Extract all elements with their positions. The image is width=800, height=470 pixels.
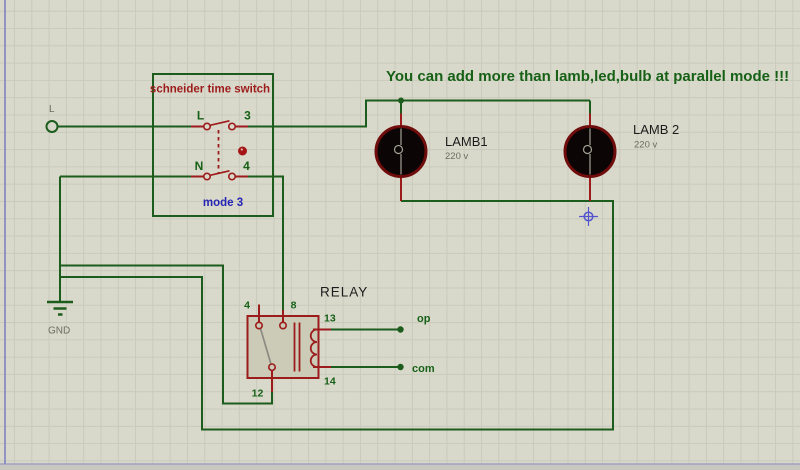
lamp1-component[interactable]: LAMB1 220 v bbox=[374, 113, 488, 202]
switch-l-arm-icon bbox=[209, 120, 230, 127]
switch-n-contact-left bbox=[203, 172, 212, 181]
op-terminal-dot[interactable] bbox=[397, 326, 404, 333]
switch-n-contact-right bbox=[228, 172, 237, 181]
time-switch-terminal-l: L bbox=[197, 109, 204, 123]
terminal-circle-icon[interactable] bbox=[45, 120, 59, 133]
wires bbox=[58, 97, 614, 431]
relay-contact-8 bbox=[278, 321, 287, 330]
op-label: op bbox=[417, 313, 431, 325]
lamp2-voltage: 220 v bbox=[634, 140, 657, 151]
ground-label: GND bbox=[48, 326, 70, 337]
switch-l-contact-left bbox=[203, 122, 212, 131]
relay-pin13-label: 13 bbox=[324, 313, 336, 325]
relay-arm-icon bbox=[259, 328, 272, 364]
relay-component[interactable]: RELAY 4 8 13 14 12 bbox=[244, 285, 368, 400]
time-switch-body[interactable] bbox=[152, 73, 274, 217]
input-terminal-label: L bbox=[49, 104, 55, 115]
relay-pin8-label: 8 bbox=[291, 300, 297, 312]
sheet-outside-bottom bbox=[0, 464, 800, 470]
time-switch-pin-4: 4 bbox=[243, 159, 250, 173]
wire-switch-to-lamps[interactable] bbox=[248, 99, 590, 128]
lamp1-bulb-icon[interactable] bbox=[374, 125, 428, 178]
lamp1-filament-icon bbox=[393, 128, 404, 175]
relay-pin12-label: 12 bbox=[252, 388, 264, 400]
relay-coil-icon bbox=[309, 328, 318, 368]
relay-pin4-label: 4 bbox=[244, 300, 250, 312]
relay-pin14-label: 14 bbox=[324, 376, 336, 388]
lamp2-name: LAMB 2 bbox=[633, 122, 679, 137]
lamp2-bulb-icon[interactable] bbox=[563, 125, 617, 178]
ground-symbol[interactable]: GND bbox=[47, 300, 73, 337]
relay-label: RELAY bbox=[320, 285, 368, 300]
relay-contact-4 bbox=[255, 321, 264, 330]
origin-marker-icon bbox=[579, 207, 598, 226]
time-switch-title: schneider time switch bbox=[150, 84, 270, 96]
time-switch-pin-3: 3 bbox=[244, 109, 251, 123]
switch-n-arm-icon bbox=[209, 170, 230, 177]
switch-indicator-dot-icon bbox=[238, 146, 247, 156]
time-switch-mode-label: mode 3 bbox=[203, 197, 243, 209]
time-switch-terminal-n: N bbox=[195, 159, 204, 173]
wire-neutral-bus[interactable] bbox=[60, 200, 614, 431]
wire-pin4-to-relay8[interactable] bbox=[248, 175, 284, 311]
annotation-text[interactable]: You can add more than lamb,led,bulb at p… bbox=[386, 68, 789, 85]
switch-indicator-dot-highlight bbox=[240, 148, 243, 151]
com-terminal-dot[interactable] bbox=[397, 363, 404, 371]
switch-l-contact-right bbox=[228, 122, 237, 131]
lamp1-name: LAMB1 bbox=[445, 134, 488, 149]
relay-contact-12 bbox=[267, 363, 276, 372]
wire-to-relay12[interactable] bbox=[60, 264, 273, 405]
lamp1-voltage: 220 v bbox=[445, 151, 468, 162]
junction-dot bbox=[398, 97, 404, 104]
lamp2-filament-icon bbox=[582, 128, 593, 175]
lamp2-component[interactable]: LAMB 2 220 v bbox=[563, 113, 679, 202]
com-label: com bbox=[412, 363, 435, 375]
time-switch-component[interactable]: schneider time switch L 3 N 4 mode 3 bbox=[150, 73, 274, 217]
input-terminal[interactable]: L bbox=[45, 104, 59, 133]
